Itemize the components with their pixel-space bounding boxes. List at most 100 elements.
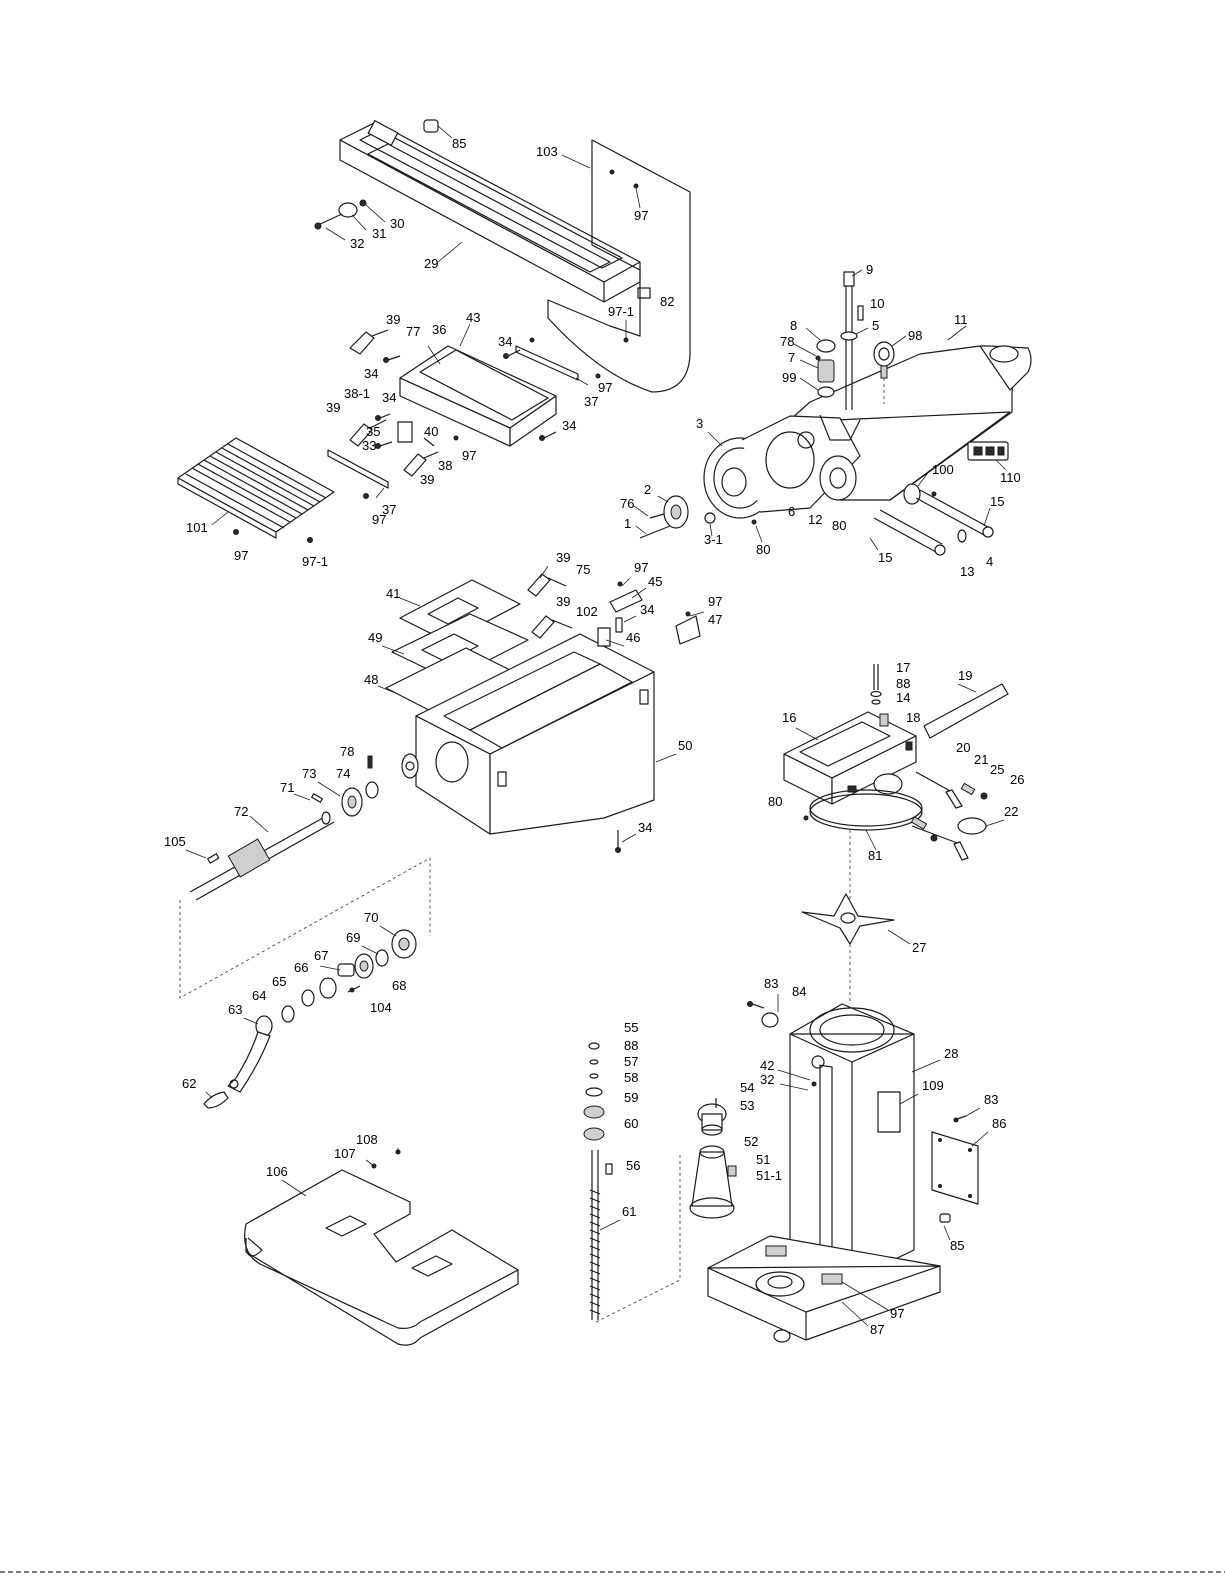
leader-29 — [437, 241, 463, 263]
callout-19: 19 — [958, 668, 972, 683]
callout-40: 40 — [424, 424, 438, 439]
part-37-gib-lower — [327, 449, 389, 499]
callout-74: 74 — [336, 766, 350, 781]
callout-9: 9 — [866, 262, 873, 277]
part-37-gib-upper — [515, 345, 589, 386]
part-82 — [637, 287, 651, 299]
callout-84: 84 — [792, 984, 806, 999]
part-17-vise-bolt — [870, 664, 889, 727]
part-12-flange — [819, 455, 857, 501]
callout-32: 32 — [350, 236, 364, 251]
callout-33: 33 — [362, 438, 376, 453]
callout-52: 52 — [744, 1134, 758, 1149]
callout-25: 25 — [990, 762, 1004, 777]
part-20-22-vise-handle — [910, 771, 988, 861]
callout-13: 13 — [960, 564, 974, 579]
callout-57: 57 — [624, 1054, 638, 1069]
assembly-bracket-leadscrew — [179, 857, 431, 999]
callout-83: 83 — [764, 976, 778, 991]
callout-55: 55 — [624, 1020, 638, 1035]
callout-100: 100 — [932, 462, 954, 477]
callout-60: 60 — [624, 1116, 638, 1131]
callout-80: 80 — [768, 794, 782, 809]
callout-104: 104 — [370, 1000, 392, 1015]
callout-12: 12 — [808, 512, 822, 527]
callout-78: 78 — [340, 744, 354, 759]
part-52-53-elevating-nut — [689, 1098, 737, 1219]
part-5-washer — [840, 331, 858, 341]
callout-62: 62 — [182, 1076, 196, 1091]
part-80-pin — [803, 815, 809, 821]
callout-107: 107 — [334, 1146, 356, 1161]
part-30-31-32-table-stop — [314, 199, 386, 241]
part-9-drawbar — [843, 269, 863, 410]
callout-63: 63 — [228, 1002, 242, 1017]
callout-78: 78 — [780, 334, 794, 349]
callout-73: 73 — [302, 766, 316, 781]
callout-6: 6 — [788, 504, 795, 519]
callout-30: 30 — [390, 216, 404, 231]
callout-81: 81 — [868, 848, 882, 863]
callout-82: 82 — [660, 294, 674, 309]
part-16-vise — [783, 711, 923, 831]
callout-29: 29 — [424, 256, 438, 271]
callout-69: 69 — [346, 930, 360, 945]
callout-41: 41 — [386, 586, 400, 601]
part-2-gear — [639, 495, 757, 539]
callout-98: 98 — [908, 328, 922, 343]
callout-39: 39 — [326, 400, 340, 415]
callout-65: 65 — [272, 974, 286, 989]
callout-39: 39 — [386, 312, 400, 327]
callout-43: 43 — [466, 310, 480, 325]
callout-28: 28 — [944, 1046, 958, 1061]
callout-37: 37 — [584, 394, 598, 409]
part-39-lock-handles — [349, 329, 439, 477]
callout-31: 31 — [372, 226, 386, 241]
callout-58: 58 — [624, 1070, 638, 1085]
callout-22: 22 — [1004, 804, 1018, 819]
saddle-screws — [375, 337, 601, 449]
callout-66: 66 — [294, 960, 308, 975]
callout-97-1: 97-1 — [608, 304, 634, 319]
callout-85: 85 — [950, 1238, 964, 1253]
callout-21: 21 — [974, 752, 988, 767]
callout-97: 97 — [234, 548, 248, 563]
callout-108: 108 — [356, 1132, 378, 1147]
callout-45: 45 — [648, 574, 662, 589]
part-85-knob — [423, 119, 453, 139]
part-85-knob-base — [939, 1213, 951, 1223]
callout-1: 1 — [624, 516, 631, 531]
callout-97: 97 — [598, 380, 612, 395]
part-15-motor-rods — [873, 483, 994, 556]
callout-67: 67 — [314, 948, 328, 963]
callout-37: 37 — [382, 502, 396, 517]
callout-39: 39 — [420, 472, 434, 487]
part-41-49-48-guards — [385, 579, 535, 723]
callout-leaders — [185, 325, 1007, 1327]
callout-11: 11 — [954, 312, 968, 327]
callout-49: 49 — [368, 630, 382, 645]
callout-15: 15 — [990, 494, 1004, 509]
part-27-cross-plate — [801, 893, 895, 945]
callout-97: 97 — [634, 560, 648, 575]
part-10-key — [857, 305, 864, 321]
part-39-handles-knee — [527, 573, 573, 639]
callout-39: 39 — [556, 594, 570, 609]
callout-47: 47 — [708, 612, 722, 627]
callout-51-1: 51-1 — [756, 1168, 782, 1183]
callout-59: 59 — [624, 1090, 638, 1105]
callout-34: 34 — [382, 390, 396, 405]
callout-101: 101 — [186, 520, 208, 535]
callout-18: 18 — [906, 710, 920, 725]
part-73-74-bearing — [311, 755, 379, 817]
part-61-elevating-screw — [583, 1042, 613, 1320]
callout-86: 86 — [992, 1116, 1006, 1131]
part-36-saddle — [399, 323, 557, 447]
callout-97: 97 — [634, 208, 648, 223]
callout-15: 15 — [878, 550, 892, 565]
callout-26: 26 — [1010, 772, 1024, 787]
part-83-84-column-cap — [747, 1001, 779, 1028]
callout-10: 10 — [870, 296, 884, 311]
part-63-crank-handle — [203, 1015, 273, 1109]
part-86-cover-plate — [931, 1115, 979, 1205]
